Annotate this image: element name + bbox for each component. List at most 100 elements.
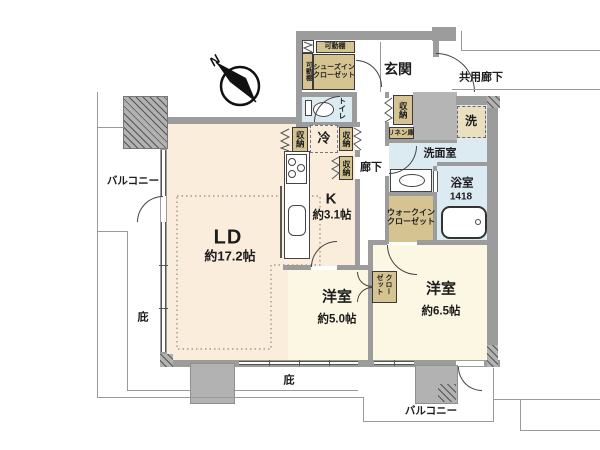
balcony-door-gap bbox=[456, 361, 484, 366]
bathtub-drain-icon bbox=[475, 219, 481, 225]
storage-box bbox=[393, 95, 413, 125]
movable-shelf-box bbox=[316, 41, 355, 53]
stove-burner-icon bbox=[297, 164, 305, 172]
room-label-bedroom2: 洋室 bbox=[425, 280, 457, 298]
washer-space bbox=[457, 106, 486, 138]
folding-door-icon bbox=[279, 128, 291, 152]
room-label-washroom: 洗面室 bbox=[423, 147, 457, 160]
wall-segment bbox=[337, 265, 368, 270]
shoes-in-closet-box bbox=[313, 54, 355, 90]
balcony-door-gap bbox=[161, 196, 166, 222]
wall-segment bbox=[296, 122, 360, 127]
label-balcony-left: バルコニー bbox=[106, 174, 160, 187]
pillar bbox=[123, 96, 168, 149]
label-refrigerator: 冷 bbox=[317, 130, 331, 146]
wall-segment bbox=[456, 96, 487, 105]
storage-box bbox=[339, 156, 353, 180]
room-label-bathroom: 浴室 bbox=[450, 177, 474, 190]
window-tick bbox=[269, 360, 270, 366]
outline-line bbox=[127, 231, 128, 391]
wall-segment bbox=[368, 240, 387, 245]
label-storage: 収納 bbox=[342, 160, 351, 176]
balcony-line bbox=[494, 399, 600, 400]
wall-segment bbox=[417, 240, 487, 245]
vanity-sink-icon bbox=[399, 174, 425, 187]
window-tick bbox=[159, 265, 168, 266]
label-eaves-bottom: 庇 bbox=[283, 374, 295, 387]
corridor-line bbox=[452, 89, 600, 90]
label-storage: 収納 bbox=[398, 101, 409, 119]
wall-segment bbox=[385, 139, 457, 143]
wall-segment bbox=[433, 166, 437, 171]
wall-corner-hatch bbox=[160, 354, 173, 367]
living-dining-floor-lower bbox=[167, 266, 288, 360]
window-tick bbox=[159, 308, 168, 309]
balcony-line bbox=[520, 399, 521, 431]
bedroom1-floor bbox=[288, 270, 368, 360]
counter-edge bbox=[280, 186, 282, 258]
storage-box bbox=[339, 127, 353, 151]
wall-segment bbox=[296, 31, 456, 40]
window bbox=[161, 150, 166, 196]
compass-icon: N bbox=[206, 51, 261, 107]
room-size-kitchen: 約3.1帖 bbox=[312, 209, 352, 222]
label-closet: クローゼット bbox=[376, 274, 392, 295]
balcony-line bbox=[520, 430, 600, 431]
wall-segment bbox=[355, 150, 360, 157]
wall-corner-hatch bbox=[487, 96, 500, 108]
pillar-hatch bbox=[438, 384, 456, 402]
label-eaves-left: 庇 bbox=[137, 311, 149, 324]
outline-line bbox=[97, 397, 364, 398]
room-label-toilet: トイレ bbox=[337, 96, 347, 120]
room-size-bedroom1: 約5.0帖 bbox=[317, 313, 357, 326]
window-tick bbox=[299, 360, 300, 366]
wall-segment bbox=[355, 179, 360, 270]
wall-segment bbox=[368, 240, 373, 367]
wall-segment bbox=[296, 40, 302, 124]
storage-box bbox=[292, 127, 308, 152]
label-balcony-bottom: バルコニー bbox=[404, 404, 458, 417]
balcony-line bbox=[363, 397, 364, 422]
folding-door-icon bbox=[352, 127, 363, 151]
wall-segment bbox=[296, 92, 357, 97]
room-label-ld: LD bbox=[213, 226, 243, 249]
label-hallway: 廊下 bbox=[360, 161, 382, 174]
room-label-bedroom1: 洋室 bbox=[321, 288, 353, 306]
genkan-step-line bbox=[380, 42, 381, 92]
wall-segment bbox=[385, 92, 389, 98]
label-storage: 収納 bbox=[342, 131, 351, 147]
bath-door bbox=[433, 171, 438, 192]
room-size-ld: 約17.2帖 bbox=[204, 248, 256, 264]
outline-line bbox=[97, 127, 124, 128]
room-size-bedroom2: 約6.5帖 bbox=[421, 305, 461, 318]
linen-box bbox=[389, 127, 414, 139]
stove-burner-icon bbox=[288, 170, 296, 178]
label-walk-in-closet: ウォークイン クローゼット bbox=[387, 207, 435, 226]
label-movable-shelf: 可動棚 bbox=[324, 42, 346, 50]
wall-segment bbox=[283, 265, 311, 270]
wall-segment bbox=[433, 40, 439, 57]
closet-door-arc bbox=[357, 287, 372, 302]
folding-door-icon bbox=[330, 156, 341, 180]
label-storage: 収納 bbox=[295, 130, 306, 148]
outline-line bbox=[97, 92, 98, 398]
room-label-genkan: 玄関 bbox=[384, 60, 412, 77]
stove-burner-icon bbox=[288, 158, 296, 166]
corridor-line bbox=[461, 31, 462, 51]
balcony-line bbox=[493, 368, 494, 422]
wall-segment bbox=[432, 27, 456, 41]
label-shoes-closet: シューズイン クローゼット bbox=[313, 63, 355, 79]
outline-line bbox=[127, 390, 191, 391]
label-washer: 洗 bbox=[464, 114, 478, 129]
sink-icon bbox=[288, 205, 306, 236]
folding-door-icon bbox=[384, 97, 393, 123]
entry-porch bbox=[413, 92, 457, 140]
label-common-corridor: 共用廊下 bbox=[459, 71, 503, 84]
window-tick bbox=[394, 360, 395, 366]
toilet-tank-icon bbox=[305, 100, 312, 116]
label-movable-shelf-side: 可動棚 bbox=[304, 61, 312, 81]
wall-segment bbox=[385, 192, 433, 196]
wall-corner-hatch bbox=[487, 345, 498, 367]
